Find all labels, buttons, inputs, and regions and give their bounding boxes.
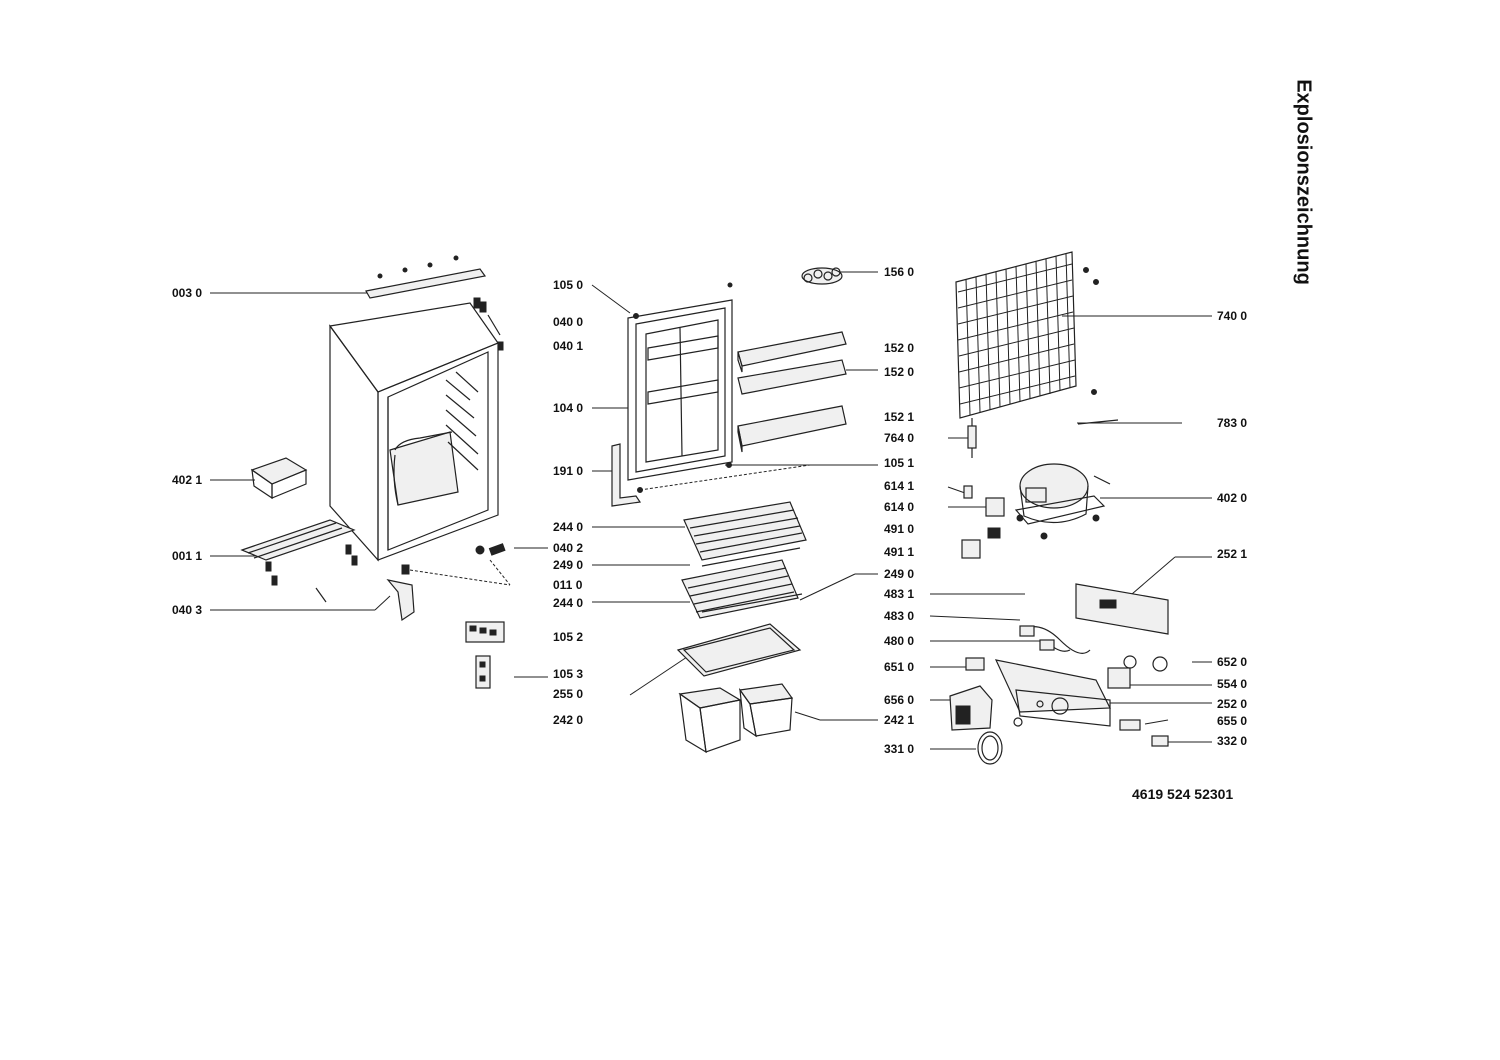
document-number: 4619 524 52301	[1132, 786, 1234, 802]
part-label-242-1: 242 1	[884, 713, 915, 727]
part-label-040-0: 040 0	[553, 315, 584, 329]
part-label-651-0: 651 0	[884, 660, 915, 674]
part-label-480-0: 480 0	[884, 634, 915, 648]
gasket-ring	[977, 731, 1003, 765]
part-label-249-0-right: 249 0	[884, 567, 915, 581]
part-label-104-0: 104 0	[553, 401, 584, 415]
part-label-244-0-lower: 244 0	[553, 596, 584, 610]
part-label-252-0: 252 0	[1217, 697, 1248, 711]
part-label-614-1: 614 1	[884, 479, 915, 493]
part-label-554-0: 554 0	[1217, 677, 1248, 691]
part-label-655-0: 655 0	[1217, 714, 1248, 728]
hinge-parts	[401, 297, 506, 575]
part-label-105-1: 105 1	[884, 456, 915, 470]
part-label-491-0: 491 0	[884, 522, 915, 536]
part-label-152-0-lower: 152 0	[884, 365, 915, 379]
part-label-783-0: 783 0	[1217, 416, 1248, 430]
part-label-764-0: 764 0	[884, 431, 915, 445]
hinge-covers	[465, 621, 505, 689]
leader-lines	[210, 271, 1212, 750]
part-label-402-1: 402 1	[172, 473, 203, 487]
part-label-491-1: 491 1	[884, 545, 915, 559]
cabinet	[328, 302, 499, 562]
egg-tray	[801, 267, 843, 285]
part-label-242-0: 242 0	[553, 713, 584, 727]
part-label-332-0: 332 0	[1217, 734, 1248, 748]
part-label-249-0-left: 249 0	[553, 558, 584, 572]
part-label-105-2: 105 2	[553, 630, 584, 644]
part-label-040-2: 040 2	[553, 541, 584, 555]
shelf-upper	[683, 501, 807, 567]
foot-bracket	[315, 579, 415, 622]
thermostat-housing	[965, 655, 1168, 727]
control-board	[1075, 583, 1169, 635]
part-label-402-0: 402 0	[1217, 491, 1248, 505]
part-label-105-0: 105 0	[553, 278, 584, 292]
part-label-483-0: 483 0	[884, 609, 915, 623]
part-label-331-0: 331 0	[884, 742, 915, 756]
part-label-483-1: 483 1	[884, 587, 915, 601]
condenser-coil	[955, 251, 1119, 425]
diagram-title: Explosionszeichnung	[1292, 79, 1315, 285]
part-label-011-0: 011 0	[553, 578, 583, 592]
part-label-656-0: 656 0	[884, 693, 915, 707]
part-label-252-1: 252 1	[1217, 547, 1248, 561]
part-label-652-0: 652 0	[1217, 655, 1248, 669]
starter-relay	[961, 485, 1005, 559]
filter-drier	[967, 418, 977, 458]
part-label-152-0-upper: 152 0	[884, 341, 915, 355]
part-label-191-0: 191 0	[553, 464, 584, 478]
compressor	[1014, 463, 1111, 540]
part-label-003-0: 003 0	[172, 286, 203, 300]
door-gasket-strip	[611, 443, 642, 507]
part-label-614-0: 614 0	[884, 500, 915, 514]
glass-plate	[676, 623, 802, 677]
condenser-grid	[957, 253, 1076, 416]
part-label-105-3: 105 3	[553, 667, 584, 681]
switch-parts	[1119, 719, 1169, 747]
wiring	[1019, 625, 1091, 654]
lamp-cover	[949, 685, 1023, 731]
part-label-255-0: 255 0	[553, 687, 584, 701]
crisper-drawers	[678, 683, 794, 754]
top-cover-strip	[365, 255, 487, 299]
base-rails	[240, 519, 358, 586]
rails	[445, 371, 479, 471]
relay-box	[250, 457, 308, 500]
part-label-001-1: 001 1	[172, 549, 203, 563]
part-label-040-3: 040 3	[172, 603, 203, 617]
door	[627, 282, 733, 493]
shelf-lower	[681, 559, 803, 619]
part-label-740-0: 740 0	[1217, 309, 1248, 323]
door-shelves	[737, 331, 847, 453]
part-label-244-0-upper: 244 0	[553, 520, 584, 534]
part-label-040-1: 040 1	[553, 339, 584, 353]
part-label-156-0: 156 0	[884, 265, 915, 279]
part-label-152-1: 152 1	[884, 410, 915, 424]
